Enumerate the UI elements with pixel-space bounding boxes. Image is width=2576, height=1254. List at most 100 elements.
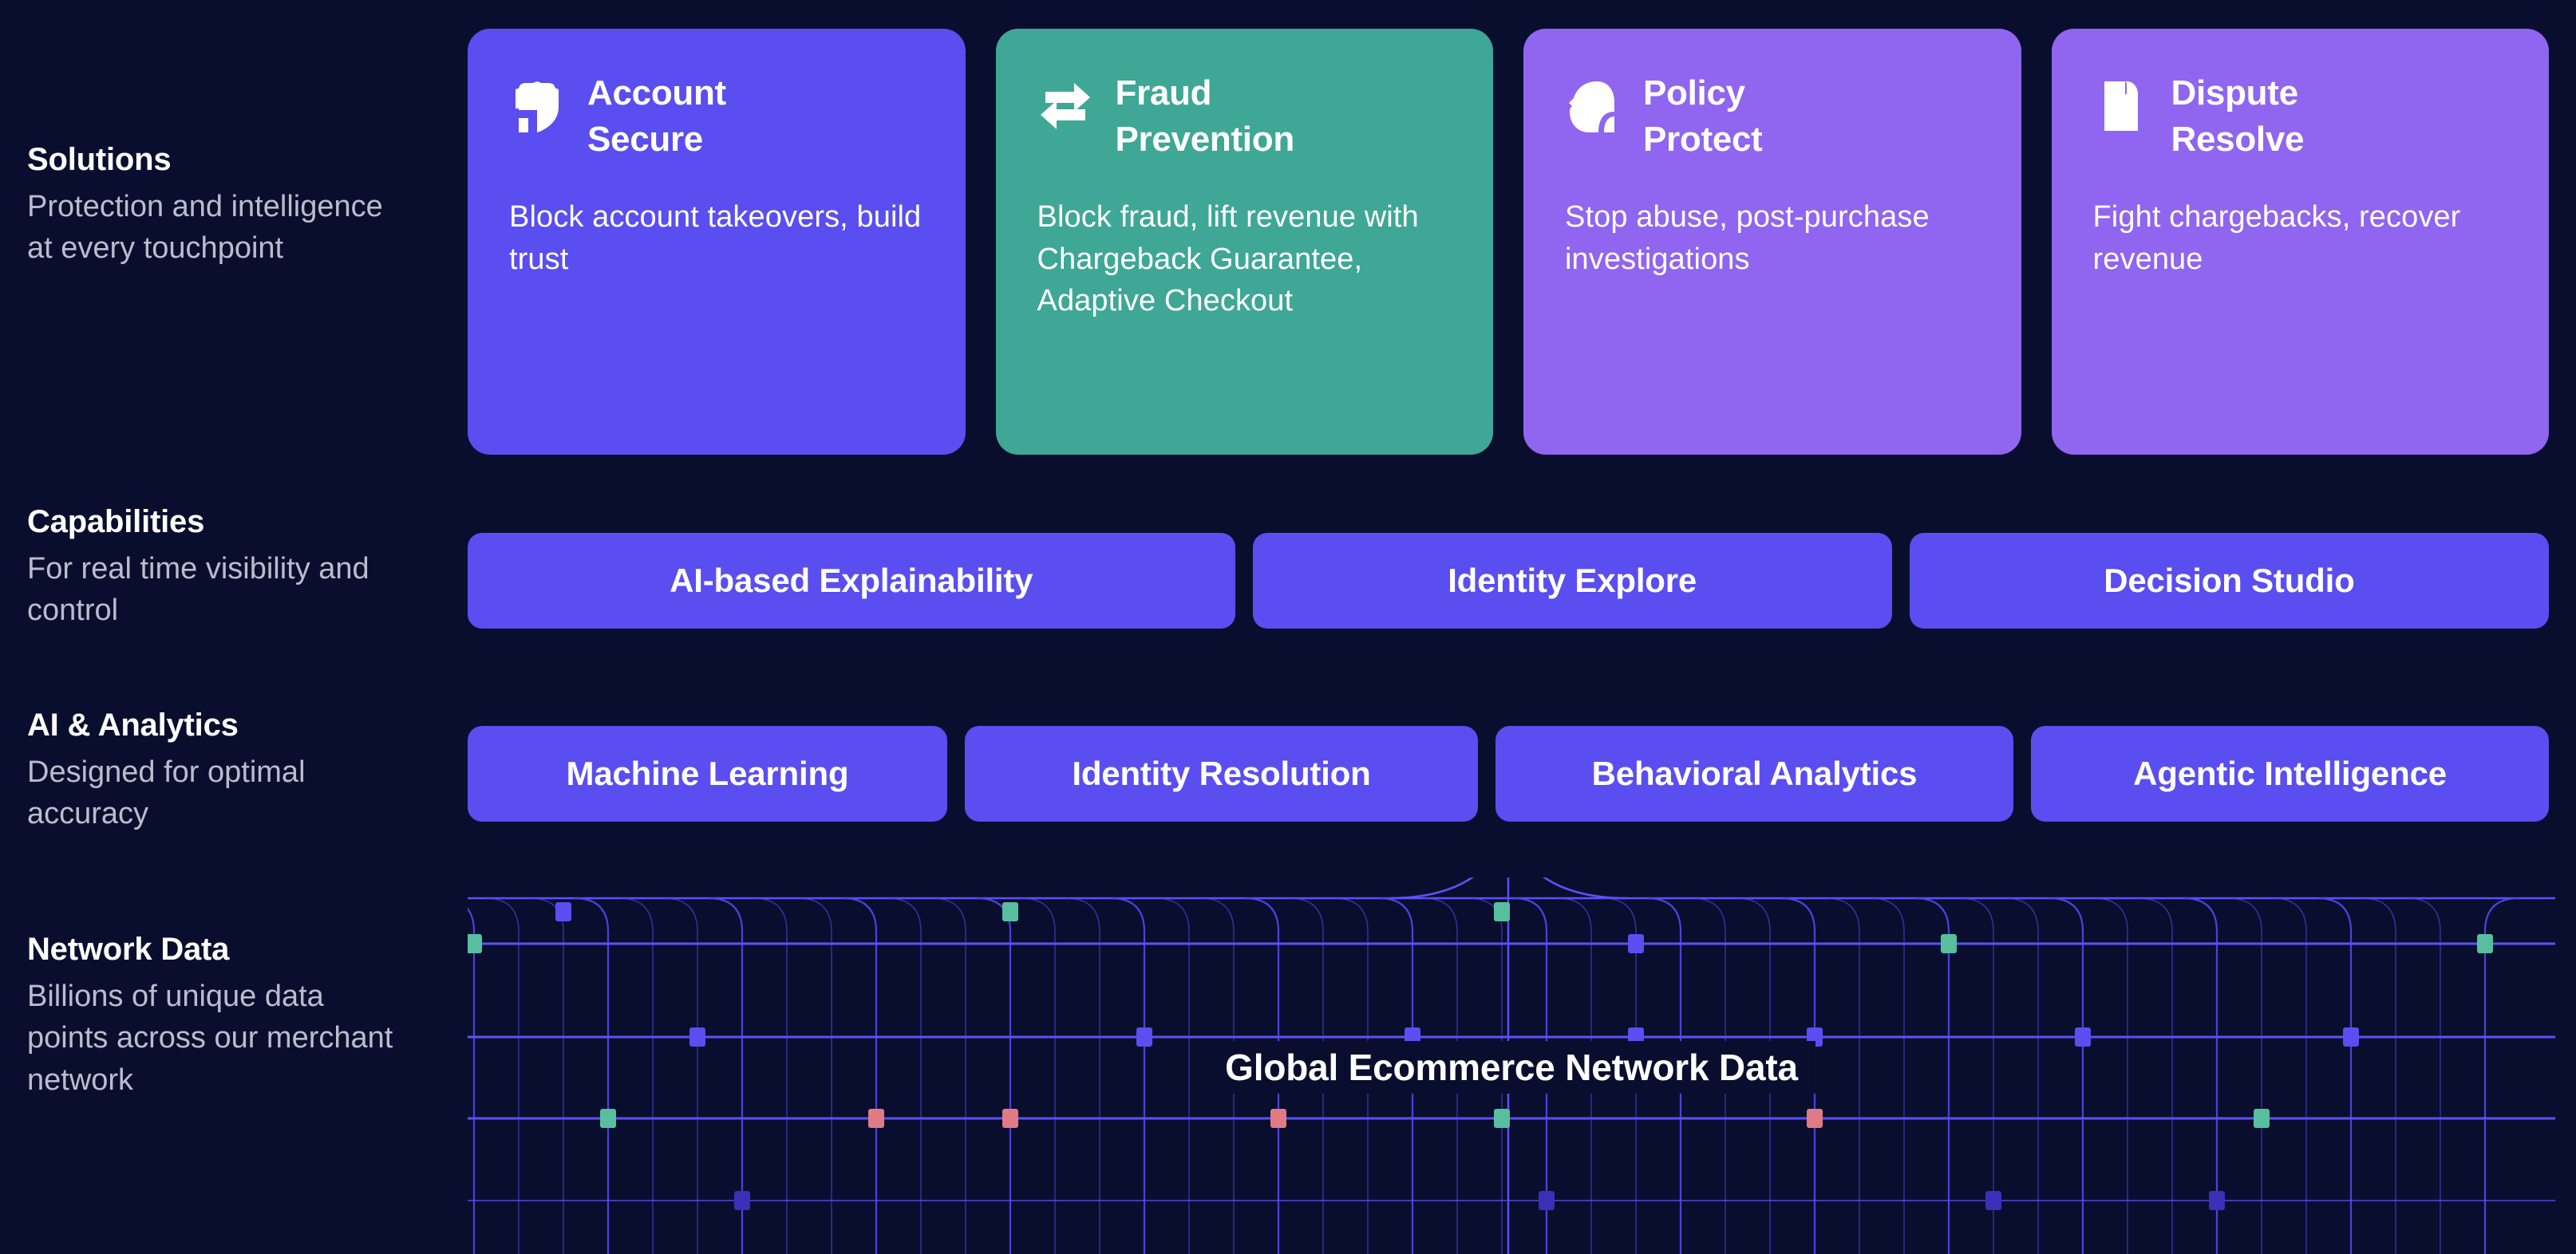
row-label-title: Network Data (27, 932, 230, 967)
solution-card-dispute-resolve[interactable]: Dispute Resolve Fight chargebacks, recov… (2051, 29, 2549, 455)
solution-cards-row: Account Secure Block account takeovers, … (468, 29, 2549, 455)
network-column-line (753, 897, 788, 1254)
network-column-line (1780, 897, 1816, 1254)
pill-behavioral-analytics[interactable]: Behavioral Analytics (1495, 726, 2013, 822)
pill-decision-studio[interactable]: Decision Studio (1909, 533, 2549, 629)
network-peak (1388, 877, 1629, 900)
network-column-line (1870, 897, 1905, 1254)
card-title: Dispute Resolve (2171, 73, 2305, 160)
network-data-point (2254, 1109, 2270, 1128)
network-column-line (2138, 897, 2173, 1254)
card-title: Policy Protect (1643, 73, 1763, 160)
card-title: Fraud Prevention (1115, 73, 1295, 160)
network-column-line (1289, 897, 1324, 1254)
network-column-line (2483, 897, 2519, 1254)
row-label-solutions: Solutions Protection and intelligence at… (27, 142, 402, 270)
network-data-point (2209, 1191, 2225, 1210)
ai-analytics-pill-row: Machine Learning Identity Resolution Behav… (468, 726, 2549, 822)
network-column-line (1199, 897, 1235, 1254)
row-label-title: Solutions (27, 142, 172, 177)
speech-head-icon (1565, 78, 1621, 134)
network-data-point (468, 934, 482, 953)
network-column-line (1333, 897, 1369, 1254)
row-label-capabilities: Capabilities For real time visibility an… (27, 504, 402, 632)
network-column-line (887, 897, 922, 1254)
network-data-point (1628, 1027, 1644, 1047)
network-data-point (2477, 934, 2493, 953)
pill-label: Identity Resolution (1072, 755, 1371, 792)
network-column-line (574, 897, 610, 1254)
network-column-line (708, 897, 744, 1254)
network-data-point (1270, 1109, 1286, 1128)
network-column-line (468, 907, 476, 1254)
solution-card-account-secure[interactable]: Account Secure Block account takeovers, … (468, 29, 966, 455)
card-title: Account Secure (587, 73, 726, 160)
network-column-line (1244, 897, 1280, 1254)
row-label-ai-analytics: AI & Analytics Designed for optimal accu… (27, 708, 402, 835)
network-data-point (1002, 1109, 1018, 1128)
network-column-line (797, 897, 832, 1254)
network-data-point (1941, 934, 1957, 953)
pill-machine-learning[interactable]: Machine Learning (468, 726, 947, 822)
shield-icon (509, 78, 565, 134)
network-data-point (1494, 902, 1510, 921)
network-column-line (2004, 897, 2039, 1254)
card-header: Account Secure (509, 70, 924, 163)
pill-label: AI-based Explainability (670, 562, 1033, 599)
network-data-point (1405, 1027, 1420, 1047)
solution-card-fraud-prevention[interactable]: Fraud Prevention Block fraud, lift reven… (995, 29, 1493, 455)
network-column-line (1423, 897, 1458, 1254)
row-label-title: Capabilities (27, 504, 205, 539)
network-column-line (2227, 897, 2262, 1254)
network-data-point (2343, 1027, 2359, 1047)
solution-card-policy-protect[interactable]: Policy Protect Stop abuse, post-purchase… (1523, 29, 2021, 455)
card-header: Fraud Prevention (1037, 70, 1452, 163)
pill-label: Identity Explore (1448, 562, 1697, 599)
card-description: Block fraud, lift revenue with Chargebac… (1037, 200, 1419, 318)
network-column-line (2406, 897, 2441, 1254)
row-label-desc: Billions of unique data points across ou… (27, 980, 393, 1097)
card-description: Fight chargebacks, recover revenue (2092, 200, 2461, 276)
network-data-point (734, 1191, 750, 1210)
network-column-line (1602, 897, 1637, 1254)
network-column-line (618, 897, 654, 1254)
network-column-line (1065, 897, 1100, 1254)
network-column-line (2093, 897, 2128, 1254)
network-data-point (1539, 1191, 1555, 1210)
network-column-line (2183, 897, 2218, 1254)
pill-label: Machine Learning (566, 755, 849, 792)
network-column-line (484, 897, 520, 1254)
pill-label: Decision Studio (2104, 562, 2355, 599)
pill-ai-based-explainability[interactable]: AI-based Explainability (468, 533, 1235, 629)
network-column-line (1378, 897, 1414, 1254)
network-column-line (1512, 897, 1548, 1254)
row-label-network-data: Network Data Billions of unique data poi… (27, 932, 402, 1101)
pill-label: Agentic Intelligence (2133, 755, 2447, 792)
card-description: Block account takeovers, build trust (509, 200, 922, 276)
card-header: Policy Protect (1565, 70, 1980, 163)
network-column-line (1736, 897, 1771, 1254)
network-column-line (1825, 897, 1860, 1254)
network-data-point (555, 902, 571, 921)
network-column-line (2317, 897, 2353, 1254)
document-icon (2093, 78, 2149, 134)
network-column-line (663, 897, 698, 1254)
pill-agentic-intelligence[interactable]: Agentic Intelligence (2030, 726, 2549, 822)
network-column-line (842, 897, 878, 1254)
row-label-title: AI & Analytics (27, 708, 239, 743)
pill-identity-explore[interactable]: Identity Explore (1252, 533, 1892, 629)
network-column-line (1557, 897, 1592, 1254)
network-column-line (2049, 897, 2084, 1254)
row-label-desc: For real time visibility and control (27, 552, 369, 628)
network-column-line (931, 897, 966, 1254)
network-column-line (1691, 897, 1726, 1254)
card-header: Dispute Resolve (2093, 70, 2508, 163)
pill-identity-resolution[interactable]: Identity Resolution (964, 726, 1478, 822)
network-data-point (2075, 1027, 2091, 1047)
row-label-desc: Designed for optimal accuracy (27, 755, 306, 831)
network-data-point (868, 1109, 884, 1128)
network-data-point (1002, 902, 1018, 921)
network-data-point (600, 1109, 616, 1128)
capabilities-pill-row: AI-based Explainability Identity Explore D… (468, 533, 2549, 629)
